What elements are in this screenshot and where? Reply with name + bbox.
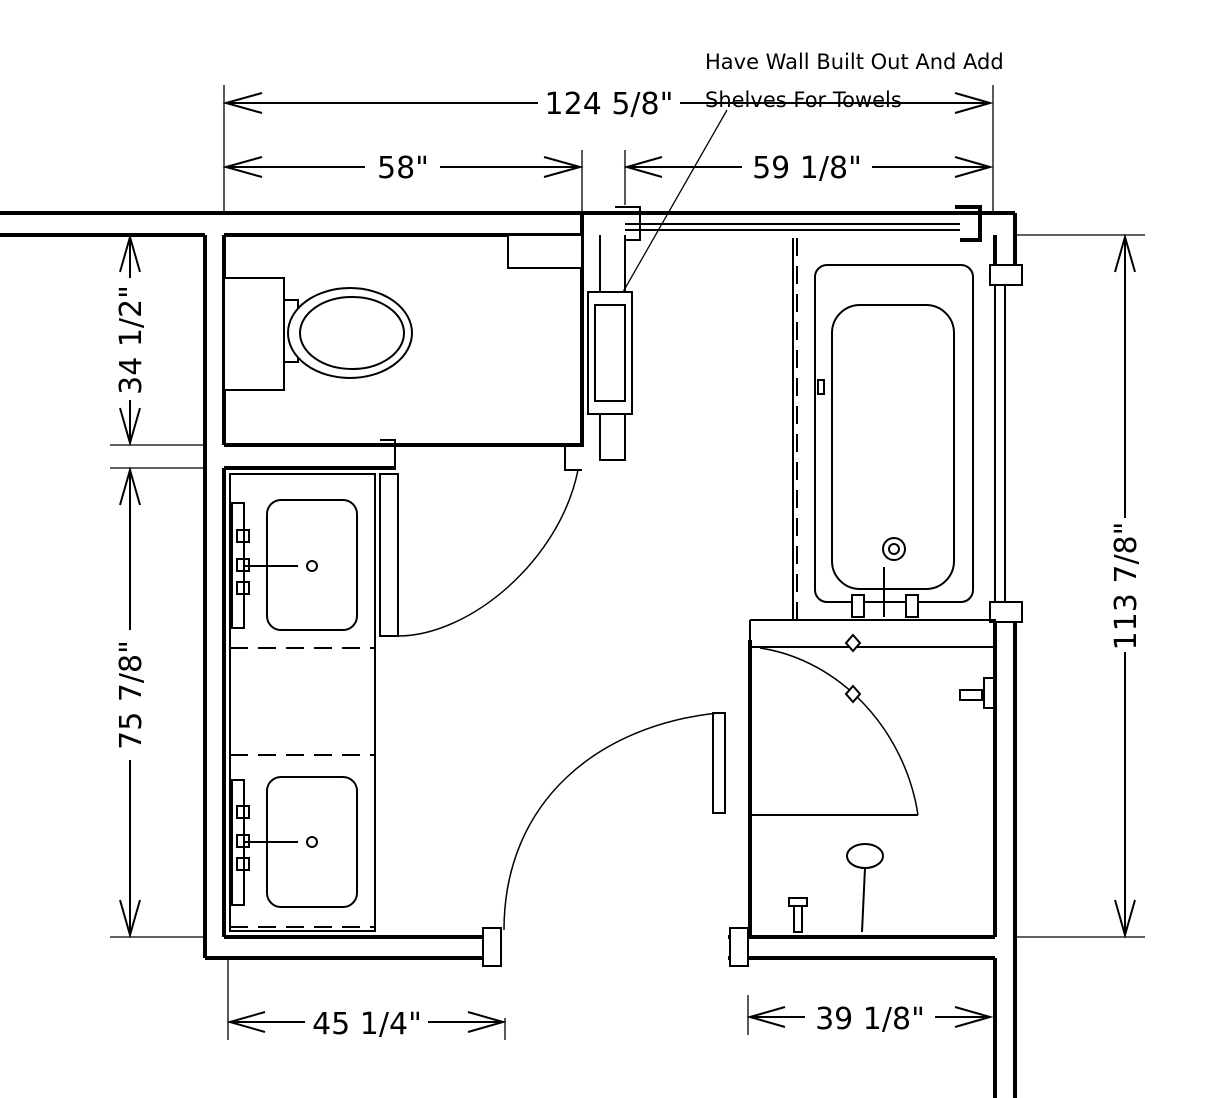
walls — [0, 205, 1023, 1098]
note-line-1: Have Wall Built Out And Add — [705, 50, 1004, 74]
toilet-door-swing — [397, 469, 579, 637]
toilet-room-width-label: 58" — [377, 151, 429, 186]
note-line-2: Shelves For Towels — [705, 88, 902, 112]
shower-valve — [844, 633, 995, 709]
bathtub — [792, 238, 974, 620]
dimension-lines — [110, 85, 1145, 1040]
shower-drain — [788, 843, 884, 933]
shower-door-swing — [759, 647, 919, 816]
vanity-depth-label: 75 7/8" — [114, 640, 149, 750]
toilet-room-depth-label: 34 1/2" — [114, 285, 149, 395]
vanity — [229, 473, 399, 932]
overall-depth-label: 113 7/8" — [1109, 522, 1144, 651]
shower-opening-label: 39 1/8" — [815, 1002, 925, 1037]
towel-shelf — [587, 291, 633, 415]
vanity-opening-label: 45 1/4" — [312, 1007, 422, 1042]
overall-width-label: 124 5/8" — [545, 87, 674, 122]
towel-wall-note: Have Wall Built Out And Add Shelves For … — [705, 50, 1004, 112]
main-door-swing — [503, 712, 719, 931]
dimension-labels: 124 5/8" 58" 59 1/8" 34 1/2" 75 7/8" 113… — [114, 87, 1144, 1042]
toilet — [223, 234, 583, 391]
tub-area-width-label: 59 1/8" — [752, 151, 862, 186]
doors — [397, 469, 995, 933]
